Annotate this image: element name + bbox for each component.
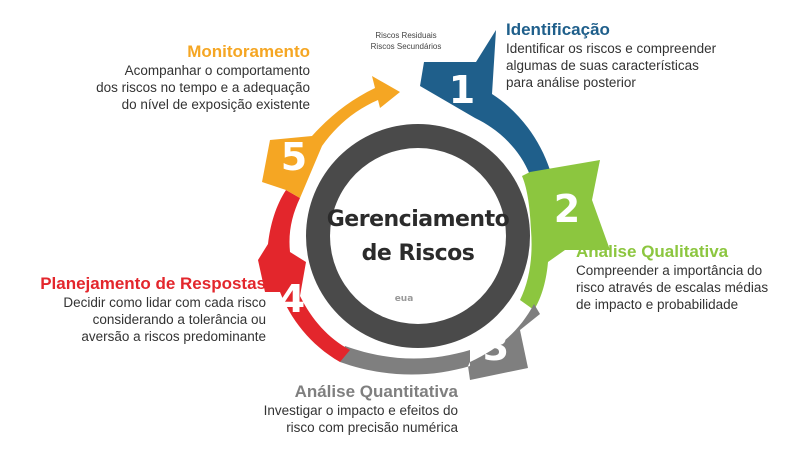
step-1-desc-line1: Identificar os riscos e compreender [506,41,717,56]
step-4-title: Planejamento de Respostas [40,274,266,293]
segment-2-arc [520,160,610,310]
step-4-number: 4 [279,277,305,321]
step-2-text: Análise Qualitativa Compreender a import… [576,242,796,313]
step-5-text: Monitoramento Acompanhar o comportamento… [60,42,310,113]
step-1-number: 1 [449,68,475,112]
center-disc [330,148,506,324]
step-5-desc-line1: Acompanhar o comportamento [124,63,310,78]
step-4-desc-line1: Decidir como lidar com cada risco [63,295,266,310]
residual-risks-line1: Riscos Residuais [375,31,437,40]
step-5-number: 5 [281,135,307,179]
step-3-desc-line1: Investigar o impacto e efeitos do [263,403,458,418]
step-2-title: Análise Qualitativa [576,242,729,261]
center-title-line2: de Riscos [362,241,475,266]
watermark: eua [395,294,414,304]
step-3-title: Análise Quantitativa [294,382,458,401]
step-1-text: Identificação Identificar os riscos e co… [506,20,796,91]
step-1-desc-line2: algumas de suas características [506,58,699,73]
segment-3-arc [340,304,540,380]
step-1-title: Identificação [506,20,610,39]
step-4-desc-line3: aversão a riscos predominante [81,329,266,344]
segment-1-arc [420,30,550,175]
step-2-desc-line3: de impacto e probabilidade [576,297,739,312]
step-1-desc-line3: para análise posterior [506,75,636,90]
step-5-desc-line3: do nível de exposição existente [121,97,310,112]
step-4-text: Planejamento de Respostas Decidir como l… [4,274,266,345]
step-2-desc-line2: risco através de escalas médias [576,280,769,295]
step-5-title: Monitoramento [187,42,310,61]
step-3-desc-line2: risco com precisão numérica [286,420,458,435]
segment-4-arc [258,190,350,362]
step-2-number: 2 [554,187,580,231]
residual-risks-label: Riscos Residuais Riscos Secundários [352,30,460,52]
residual-risks-line2: Riscos Secundários [370,42,442,51]
step-2-desc-line1: Compreender a importância do [576,263,763,278]
step-4-desc-line2: considerando a tolerância ou [92,312,266,327]
step-3-text: Análise Quantitativa Investigar o impact… [230,382,458,436]
step-5-desc-line2: dos riscos no tempo e a adequação [96,80,310,95]
step-3-number: 3 [483,325,509,369]
center-title-line1: Gerenciamento [327,207,510,232]
segment-5-arc [262,76,400,198]
